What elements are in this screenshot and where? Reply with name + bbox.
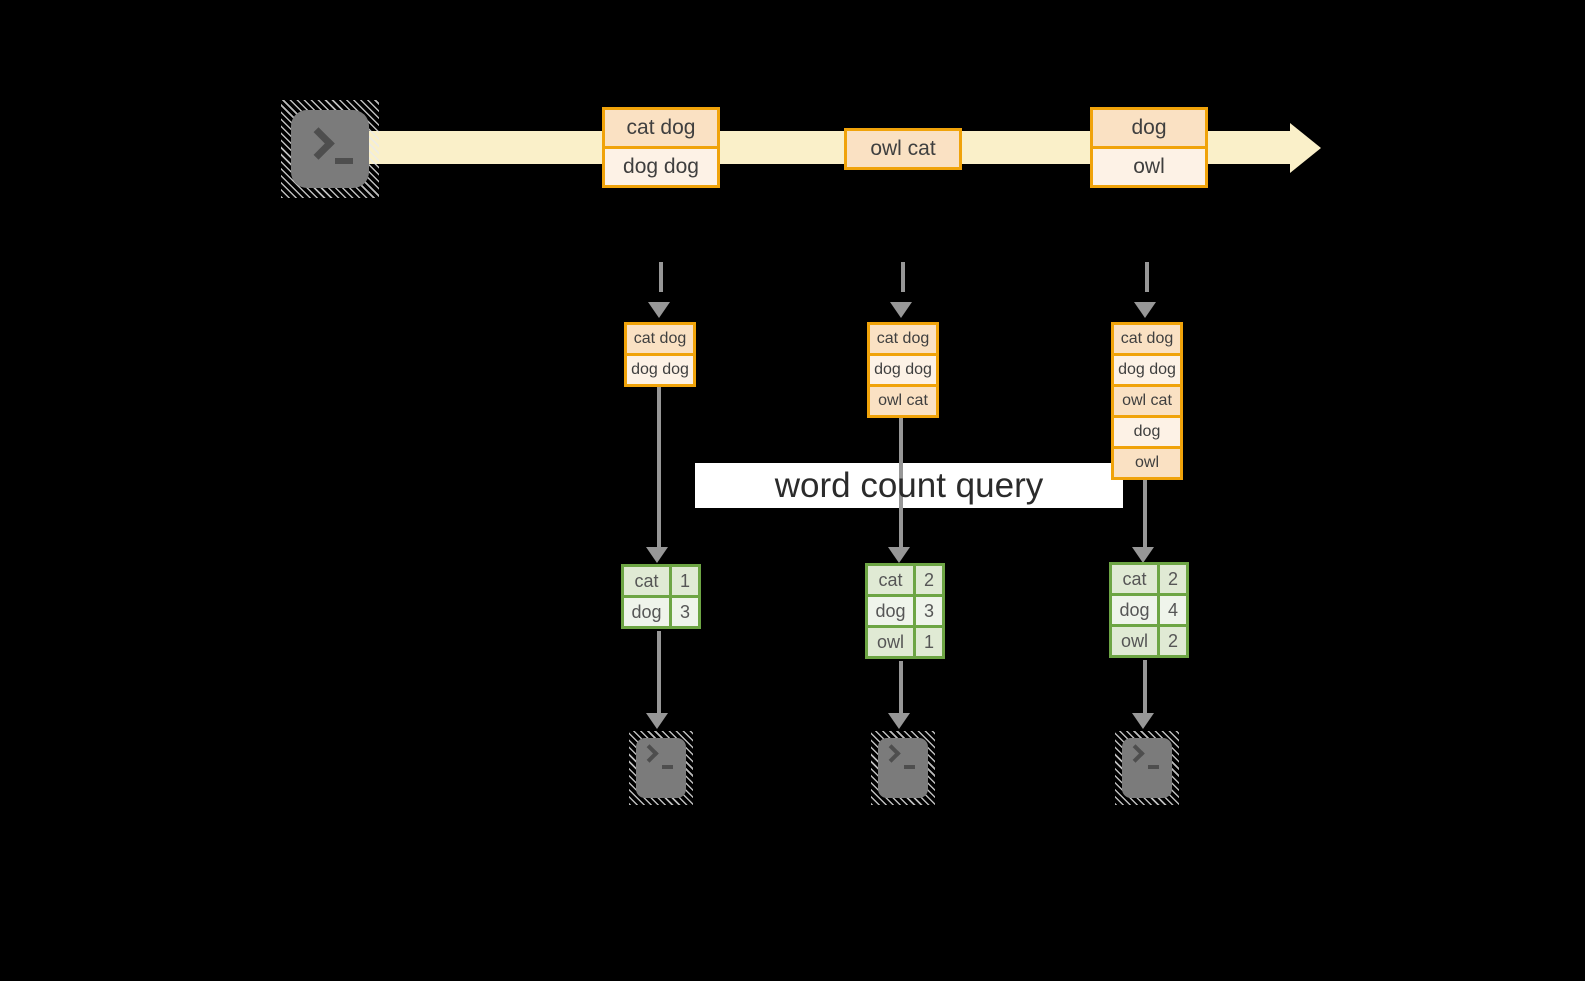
result-flow-arrowhead-icon: [1132, 713, 1154, 729]
prompt-underscore-icon: [904, 765, 915, 769]
terminal-screen: [878, 738, 928, 798]
stream-event-batch-1: cat dog dog dog: [602, 107, 720, 188]
result-word-cell: owl: [868, 628, 913, 656]
batch-arrowhead-icon: [890, 302, 912, 318]
word-count-query-band: [695, 463, 1123, 508]
output-terminal-icon: [629, 731, 693, 805]
input-row: dog dog: [870, 356, 936, 384]
result-table-t3: cat 2 dog 4 owl 2: [1109, 562, 1189, 658]
query-flow-arrowhead-icon: [646, 547, 668, 563]
batch-dashed-arrow: [1145, 262, 1149, 292]
result-table-t2: cat 2 dog 3 owl 1: [865, 563, 945, 659]
result-count-cell: 4: [1160, 596, 1186, 624]
prompt-chevron-icon: [640, 744, 659, 763]
result-flow-arrowhead-icon: [646, 713, 668, 729]
prompt-chevron-icon: [882, 744, 901, 763]
result-table-t1: cat 1 dog 3: [621, 564, 701, 629]
input-row: dog dog: [1114, 356, 1180, 384]
result-flow-line: [899, 661, 903, 713]
input-row: cat dog: [627, 325, 693, 353]
terminal-screen: [636, 738, 686, 798]
input-table-t3: cat dog dog dog owl cat dog owl: [1111, 322, 1183, 480]
query-flow-arrowhead-icon: [1132, 547, 1154, 563]
result-word-cell: dog: [624, 598, 669, 626]
stream-event-cell: dog dog: [605, 149, 717, 185]
input-row: cat dog: [1114, 325, 1180, 353]
result-word-cell: dog: [868, 597, 913, 625]
query-flow-line: [899, 416, 903, 547]
result-word-cell: dog: [1112, 596, 1157, 624]
batch-dashed-arrow: [659, 262, 663, 292]
result-count-cell: 1: [916, 628, 942, 656]
output-terminal-icon: [871, 731, 935, 805]
result-word-cell: cat: [624, 567, 669, 595]
stream-event-cell: dog: [1093, 110, 1205, 146]
batch-dashed-arrow: [901, 262, 905, 292]
stream-event-cell: cat dog: [605, 110, 717, 146]
terminal-screen: [291, 110, 369, 188]
input-row: dog: [1114, 418, 1180, 446]
result-word-cell: cat: [868, 566, 913, 594]
batch-arrowhead-icon: [648, 302, 670, 318]
result-flow-line: [1143, 660, 1147, 713]
input-row: owl cat: [1114, 387, 1180, 415]
result-word-cell: owl: [1112, 627, 1157, 655]
terminal-screen: [1122, 738, 1172, 798]
result-flow-arrowhead-icon: [888, 713, 910, 729]
prompt-underscore-icon: [1148, 765, 1159, 769]
stream-event-batch-3: dog owl: [1090, 107, 1208, 188]
prompt-chevron-icon: [1126, 744, 1145, 763]
query-flow-line: [1143, 478, 1147, 547]
prompt-underscore-icon: [335, 158, 353, 164]
stream-event-cell: owl cat: [847, 131, 959, 167]
stream-event-cell: owl: [1093, 149, 1205, 185]
input-row: dog dog: [627, 356, 693, 384]
result-count-cell: 2: [1160, 627, 1186, 655]
prompt-underscore-icon: [662, 765, 673, 769]
query-flow-line: [657, 385, 661, 547]
input-row: owl: [1114, 449, 1180, 477]
stream-event-batch-2: owl cat: [844, 128, 962, 170]
prompt-chevron-icon: [302, 127, 335, 160]
result-flow-line: [657, 631, 661, 713]
input-row: owl cat: [870, 387, 936, 415]
result-count-cell: 1: [672, 567, 698, 595]
result-count-cell: 2: [1160, 565, 1186, 593]
result-count-cell: 3: [672, 598, 698, 626]
result-count-cell: 3: [916, 597, 942, 625]
query-flow-arrowhead-icon: [888, 547, 910, 563]
word-count-query-label: word count query: [774, 466, 1044, 505]
stream-timeline-arrowhead-icon: [1290, 123, 1321, 173]
input-row: cat dog: [870, 325, 936, 353]
batch-arrowhead-icon: [1134, 302, 1156, 318]
output-terminal-icon: [1115, 731, 1179, 805]
input-table-t2: cat dog dog dog owl cat: [867, 322, 939, 418]
result-word-cell: cat: [1112, 565, 1157, 593]
input-table-t1: cat dog dog dog: [624, 322, 696, 387]
source-terminal-icon: [281, 100, 379, 198]
result-count-cell: 2: [916, 566, 942, 594]
